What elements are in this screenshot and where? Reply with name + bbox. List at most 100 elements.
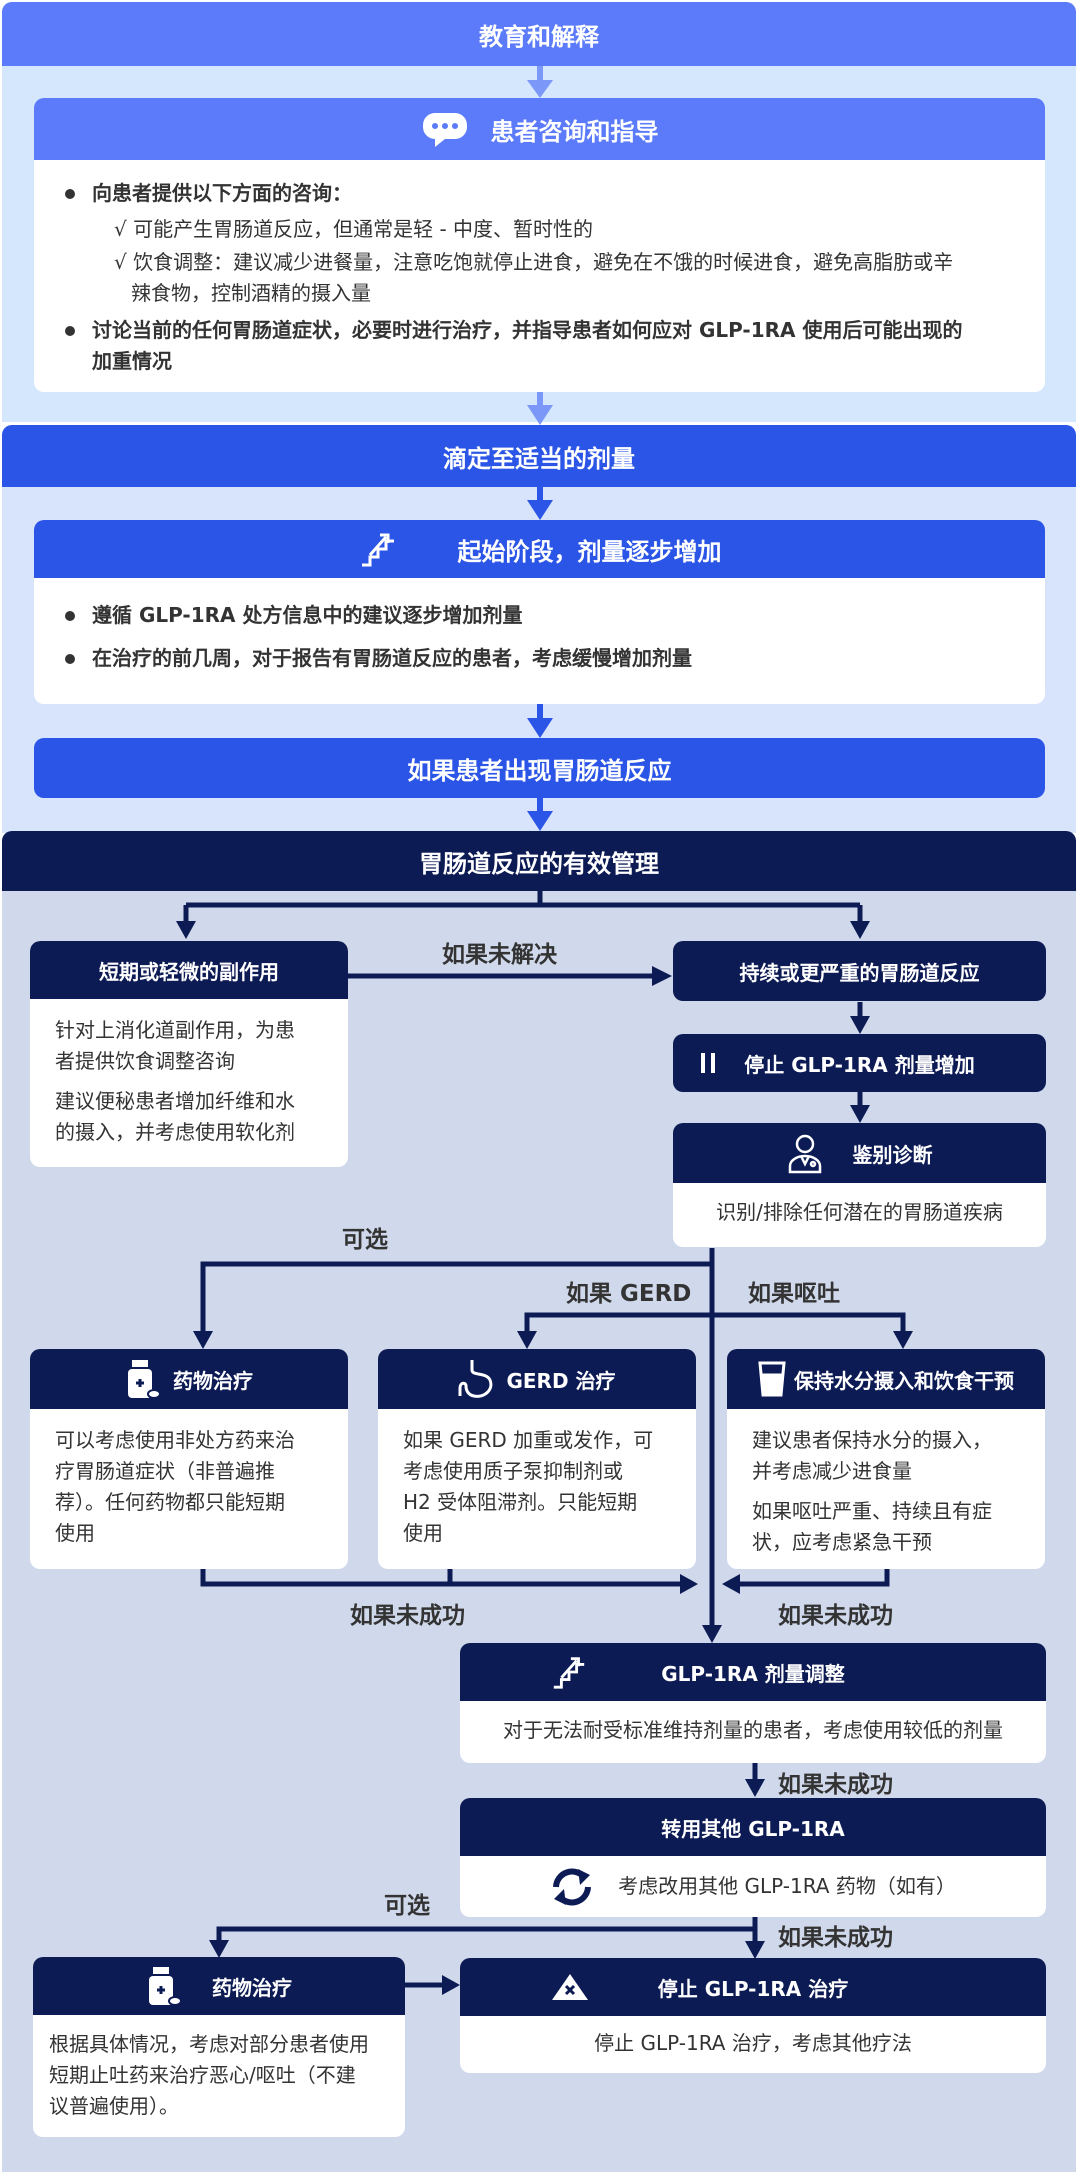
gerd-l1: 如果 GERD 加重或发作，可 — [403, 1428, 654, 1452]
drug-treatment-card: 药物治疗 可以考虑使用非处方药来治 疗胃肠道症状（非普遍推 荐）。任何药物都只能… — [30, 1349, 348, 1569]
bullet-dot — [65, 326, 75, 336]
drug-treatment-2-header: 药物治疗 — [33, 1957, 405, 2015]
gerd-header: GERD 治疗 — [378, 1349, 696, 1409]
persistent-box: 持续或更严重的胃肠道反应 — [673, 941, 1046, 1001]
drug-treatment-2-title: 药物治疗 — [212, 1975, 292, 2000]
water-glass-icon — [758, 1361, 786, 1397]
drug-treatment-card-2: 药物治疗 根据具体情况，考虑对部分患者使用 短期止吐药来治疗恶心/呕吐（不建 议… — [33, 1957, 405, 2137]
switch-title: 转用其他 GLP-1RA — [661, 1816, 845, 1841]
hydration-header: 保持水分摄入和饮食干预 — [727, 1349, 1045, 1409]
drug2-l1: 根据具体情况，考虑对部分患者使用 — [49, 2032, 369, 2056]
education-title-bar: 教育和解释 — [2, 2, 1076, 66]
stairs-down-icon — [550, 1653, 588, 1691]
diagnosis-card: 鉴别诊断 识别/排除任何潜在的胃肠道疾病 — [673, 1123, 1046, 1247]
hydration-p2-l2: 状，应考虑紧急干预 — [752, 1530, 932, 1554]
drug-treatment-header: 药物治疗 — [30, 1349, 348, 1409]
dose-adjust-card: GLP-1RA 剂量调整 对于无法耐受标准维持剂量的患者，考虑使用较低的剂量 — [460, 1643, 1046, 1763]
counseling-bullet-2-line1: 讨论当前的任何胃肠道症状，必要时进行治疗，并指导患者如何应对 GLP-1RA 使… — [92, 318, 963, 342]
education-title: 教育和解释 — [479, 22, 599, 51]
medicine-bottle-icon — [125, 1358, 161, 1400]
drug1-l2: 疗胃肠道症状（非普遍推 — [55, 1459, 275, 1483]
persistent-title: 持续或更严重的胃肠道反应 — [739, 960, 980, 985]
initial-phase-header: 起始阶段，剂量逐步增加 — [34, 520, 1045, 578]
short-term-title: 短期或轻微的副作用 — [99, 959, 279, 984]
bullet-dot — [65, 654, 75, 664]
diagnosis-header: 鉴别诊断 — [673, 1123, 1046, 1183]
counseling-card-header: 患者咨询和指导 — [34, 98, 1045, 160]
stomach-icon — [458, 1358, 496, 1400]
dose-adjust-text: 对于无法耐受标准维持剂量的患者，考虑使用较低的剂量 — [503, 1718, 1003, 1742]
gerd-card: GERD 治疗 如果 GERD 加重或发作，可 考虑使用质子泵抑制剂或 H2 受… — [378, 1349, 696, 1569]
if-fail-right-label: 如果未成功 — [778, 1603, 893, 1629]
drug2-l2: 短期止吐药来治疗恶心/呕吐（不建 — [49, 2063, 356, 2087]
stop-therapy-card: 停止 GLP-1RA 治疗 停止 GLP-1RA 治疗，考虑其他疗法 — [460, 1958, 1046, 2073]
short-term-p2-l1: 建议便秘患者增加纤维和水 — [55, 1089, 295, 1113]
counseling-card: 患者咨询和指导 向患者提供以下方面的咨询： √ 可能产生胃肠道反应，但通常是轻 … — [34, 98, 1045, 392]
counseling-check-2-line1: √ 饮食调整：建议减少进餐量，注意吃饱就停止进食，避免在不饿的时候进食，避免高脂… — [114, 250, 954, 274]
titration-bullet-2: 在治疗的前几周，对于报告有胃肠道反应的患者，考虑缓慢增加剂量 — [92, 646, 692, 670]
short-term-p1-l2: 者提供饮食调整咨询 — [55, 1049, 235, 1073]
pause-icon — [701, 1053, 715, 1073]
switch-card: 转用其他 GLP-1RA 考虑改用其他 GLP-1RA 药物（如有） — [460, 1798, 1046, 1917]
counseling-bullet-2-line2: 加重情况 — [92, 349, 172, 373]
management-title-bar: 胃肠道反应的有效管理 — [2, 831, 1076, 891]
bullet-dot — [65, 611, 75, 621]
hydration-p1-l1: 建议患者保持水分的摄入， — [752, 1428, 992, 1452]
management-title: 胃肠道反应的有效管理 — [419, 849, 659, 878]
gerd-l4: 使用 — [403, 1521, 443, 1545]
initial-phase-title: 起始阶段，剂量逐步增加 — [457, 537, 722, 566]
counseling-card-title: 患者咨询和指导 — [490, 117, 659, 146]
if-fail-2-label: 如果未成功 — [778, 1772, 893, 1798]
if-unresolved-label: 如果未解决 — [442, 942, 557, 968]
stop-therapy-title: 停止 GLP-1RA 治疗 — [657, 1976, 849, 2001]
titration-title-bar: 滴定至适当的剂量 — [2, 425, 1076, 487]
chat-icon — [421, 109, 469, 149]
titration-bullet-1: 遵循 GLP-1RA 处方信息中的建议逐步增加剂量 — [92, 603, 523, 627]
if-reaction-box: 如果患者出现胃肠道反应 — [34, 738, 1045, 798]
optional-label-1: 可选 — [342, 1227, 388, 1253]
diagnosis-title: 鉴别诊断 — [852, 1142, 933, 1167]
gerd-l3: H2 受体阻滞剂。只能短期 — [403, 1490, 638, 1514]
dose-adjust-title: GLP-1RA 剂量调整 — [661, 1661, 845, 1686]
stop-warning-icon — [550, 1972, 590, 2002]
counseling-check-2-line2: 辣食物，控制酒精的摄入量 — [131, 281, 371, 305]
hydration-title: 保持水分摄入和饮食干预 — [794, 1368, 1014, 1393]
switch-text: 考虑改用其他 GLP-1RA 药物（如有） — [618, 1874, 956, 1898]
drug1-l4: 使用 — [55, 1521, 95, 1545]
gerd-title: GERD 治疗 — [506, 1368, 616, 1393]
hydration-card: 保持水分摄入和饮食干预 建议患者保持水分的摄入， 并考虑减少进食量 如果呕吐严重… — [727, 1349, 1045, 1569]
stop-increase-title: 停止 GLP-1RA 剂量增加 — [744, 1052, 975, 1077]
drug-treatment-title: 药物治疗 — [173, 1368, 253, 1393]
drug1-l1: 可以考虑使用非处方药来治 — [55, 1428, 295, 1452]
drug2-l3: 议普遍使用）。 — [49, 2094, 179, 2118]
if-vomit-label: 如果呕吐 — [748, 1281, 840, 1307]
doctor-icon — [787, 1132, 823, 1174]
if-reaction-text: 如果患者出现胃肠道反应 — [407, 756, 672, 785]
if-gerd-label: 如果 GERD — [566, 1281, 692, 1307]
stop-therapy-text: 停止 GLP-1RA 治疗，考虑其他疗法 — [594, 2031, 912, 2055]
diagnosis-text: 识别/排除任何潜在的胃肠道疾病 — [716, 1200, 1003, 1224]
stairs-icon — [358, 529, 398, 569]
drug1-l3: 荐）。任何药物都只能短期 — [55, 1490, 285, 1514]
counseling-check-1: √ 可能产生胃肠道反应，但通常是轻 - 中度、暂时性的 — [114, 217, 594, 241]
medicine-bottle-icon — [146, 1965, 182, 2007]
switch-header: 转用其他 GLP-1RA — [460, 1798, 1046, 1856]
counseling-bullet-1: 向患者提供以下方面的咨询： — [92, 181, 352, 205]
short-term-p1-l1: 针对上消化道副作用，为患 — [55, 1018, 295, 1042]
stop-therapy-header: 停止 GLP-1RA 治疗 — [460, 1958, 1046, 2016]
hydration-p2-l1: 如果呕吐严重、持续且有症 — [752, 1499, 992, 1523]
stop-increase-box: 停止 GLP-1RA 剂量增加 — [673, 1034, 1046, 1092]
short-term-p2-l2: 的摄入，并考虑使用软化剂 — [55, 1120, 295, 1144]
bullet-dot — [65, 189, 75, 199]
if-fail-left-label: 如果未成功 — [350, 1603, 465, 1629]
if-fail-3-label: 如果未成功 — [778, 1925, 893, 1951]
hydration-p1-l2: 并考虑减少进食量 — [752, 1459, 912, 1483]
titration-title: 滴定至适当的剂量 — [443, 444, 635, 473]
refresh-icon — [550, 1867, 594, 1907]
short-term-header: 短期或轻微的副作用 — [30, 941, 348, 999]
optional-label-2: 可选 — [384, 1893, 430, 1919]
short-term-card: 短期或轻微的副作用 针对上消化道副作用，为患 者提供饮食调整咨询 建议便秘患者增… — [30, 941, 348, 1167]
switch-body: 考虑改用其他 GLP-1RA 药物（如有） — [460, 1856, 1046, 1917]
gerd-l2: 考虑使用质子泵抑制剂或 — [403, 1459, 623, 1483]
